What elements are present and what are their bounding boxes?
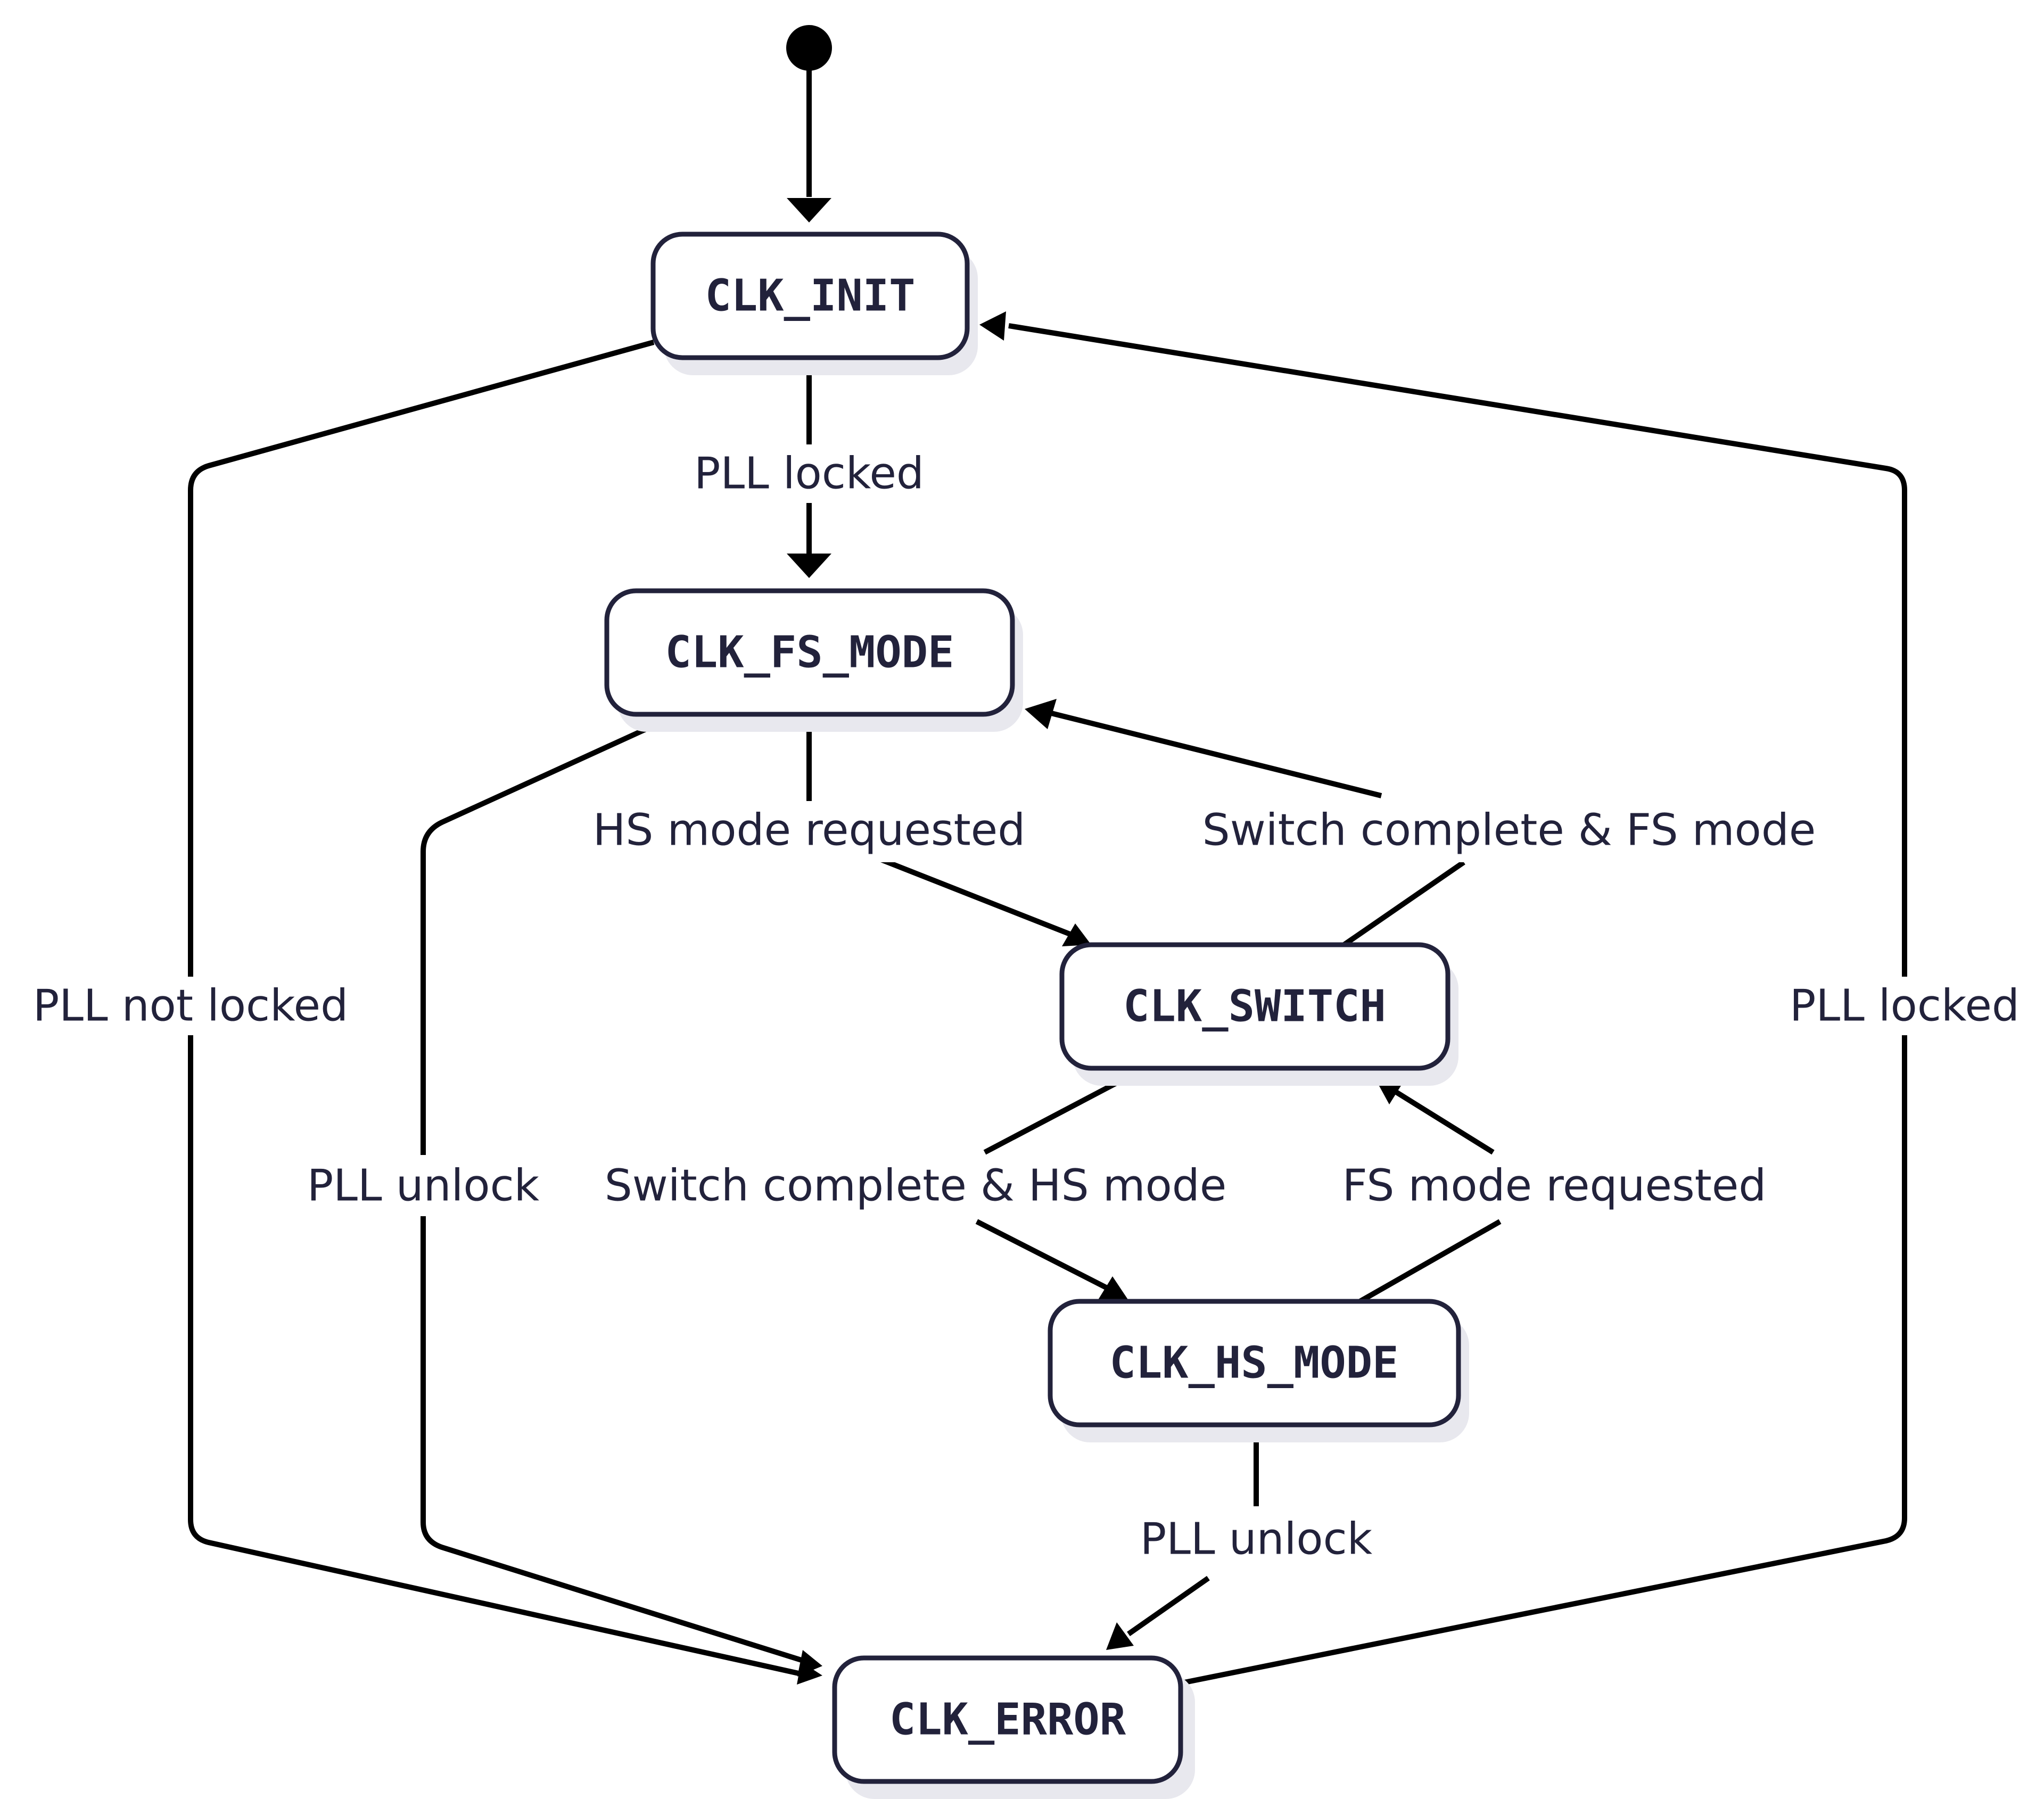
svg-text:PLL unlock: PLL unlock [1140, 1514, 1373, 1565]
state-clk-init[interactable]: CLK_INIT [650, 232, 978, 375]
svg-text:FS mode requested: FS mode requested [1342, 1161, 1767, 1211]
transition-start-to-clk-init [787, 67, 831, 222]
svg-text:PLL not locked: PLL not locked [33, 981, 348, 1031]
state-clk-hs-mode[interactable]: CLK_HS_MODE [1048, 1299, 1469, 1442]
edge-label-hs-to-error: PLL unlock [1131, 1509, 1384, 1570]
svg-text:Switch complete & FS mode: Switch complete & FS mode [1202, 805, 1816, 856]
arrowhead [797, 1650, 822, 1677]
arrowhead [787, 198, 831, 222]
state-clk-error[interactable]: CLK_ERROR [832, 1655, 1195, 1799]
arrowhead [1062, 923, 1091, 946]
arrowhead [1025, 699, 1057, 729]
edge-label-error-to-init: PLL locked [1781, 977, 2028, 1035]
svg-text:PLL locked: PLL locked [694, 449, 924, 499]
state-label: CLK_SWITCH [1123, 981, 1386, 1032]
transition-switch-to-fs [1025, 699, 1465, 947]
svg-text:Switch complete & HS mode: Switch complete & HS mode [605, 1161, 1227, 1211]
edge-label-init-to-error: PLL not locked [21, 977, 362, 1035]
edge-label-init-to-fs: PLL locked [687, 444, 932, 503]
svg-text:HS mode requested: HS mode requested [593, 805, 1026, 856]
arrowhead [1106, 1622, 1134, 1650]
edge-label-fs-to-error: PLL unlock [295, 1155, 548, 1216]
state-clk-switch[interactable]: CLK_SWITCH [1059, 942, 1458, 1086]
svg-text:PLL locked: PLL locked [1790, 981, 2020, 1031]
state-label: CLK_INIT [705, 271, 916, 321]
state-clk-fs-mode[interactable]: CLK_FS_MODE [604, 588, 1023, 732]
arrowhead [979, 311, 1006, 341]
edge-label-switch-to-fs: Switch complete & FS mode [1192, 801, 1826, 862]
svg-text:PLL unlock: PLL unlock [307, 1161, 540, 1211]
state-label: CLK_HS_MODE [1109, 1338, 1398, 1389]
edge-label-fs-to-switch: HS mode requested [588, 801, 1030, 862]
arrowhead [787, 554, 831, 578]
edge-label-hs-to-switch: FS mode requested [1333, 1155, 1775, 1216]
state-label: CLK_FS_MODE [665, 628, 954, 678]
arrowhead [1098, 1276, 1128, 1300]
state-label: CLK_ERROR [889, 1695, 1126, 1745]
initial-state-dot [786, 25, 832, 71]
edge-label-switch-to-hs: Switch complete & HS mode [599, 1155, 1232, 1216]
